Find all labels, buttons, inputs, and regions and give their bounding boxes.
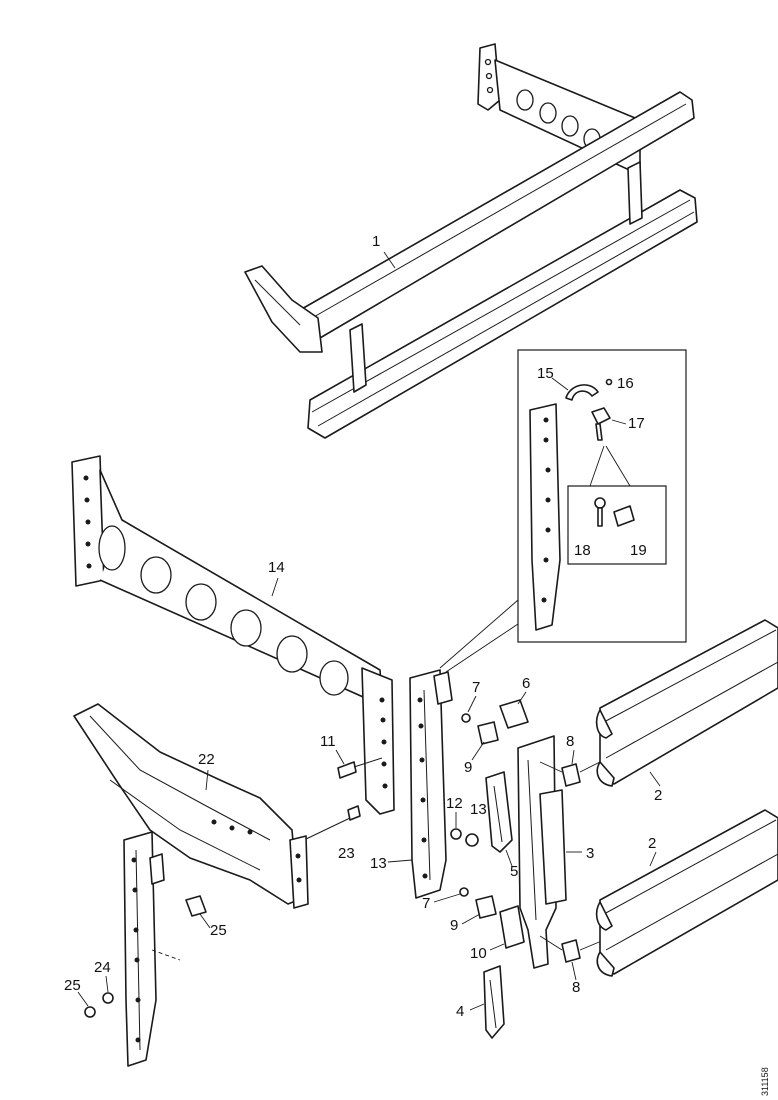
part-3-plate (517, 735, 567, 969)
callout-17: 16 (617, 375, 634, 392)
leader-23 (105, 975, 109, 993)
part-8-fitting-upper (561, 763, 581, 787)
part-15-detail-bracket (529, 403, 561, 631)
part-25-spacer (185, 895, 207, 917)
part-2-rail-upper (595, 619, 778, 787)
callout-13: 13 (470, 801, 487, 818)
callout-25: 25 (210, 922, 227, 939)
callout-4: 4 (456, 1003, 464, 1020)
leader-1 (383, 251, 396, 269)
lower-left-bracket (123, 831, 165, 1067)
part-9-clip-upper (477, 721, 499, 745)
leader-24 (77, 991, 89, 1007)
leader-8-upper (571, 749, 575, 765)
part-1-frame-assembly (244, 43, 698, 439)
callout-6: 6 (522, 675, 530, 692)
sub-detail-connector-b (605, 445, 631, 487)
detail-inset-frame (517, 349, 687, 643)
leader-25 (199, 913, 211, 929)
callout-18: 17 (628, 415, 645, 432)
callout-8-upper: 8 (566, 733, 574, 750)
callout-12: 12 (446, 795, 463, 812)
leader-7-lower (433, 893, 461, 903)
part-10-clamp (499, 905, 525, 949)
part-4-bracket (483, 965, 505, 1039)
part-22-bolt (303, 805, 361, 841)
part-19-bolt (594, 497, 606, 527)
callout-3: 3 (586, 845, 594, 862)
callout-24: 25 (64, 977, 81, 994)
part-20-nut (613, 505, 635, 527)
leader-21 (205, 769, 209, 791)
part-8-fitting-lower (561, 939, 581, 963)
callout-23: 24 (94, 959, 111, 976)
part-15-bracket (409, 669, 453, 899)
part-14-cross-member (71, 455, 395, 815)
callout-20: 19 (630, 542, 647, 559)
part-24-nut (84, 1006, 96, 1018)
part-13-nut (465, 833, 479, 847)
part-11-bolt (337, 757, 383, 779)
leader-15 (387, 859, 413, 863)
part-9-clip-lower (475, 895, 497, 919)
callout-19: 18 (574, 542, 591, 559)
leader-2-upper (649, 771, 661, 787)
callout-21: 22 (198, 751, 215, 768)
leader-5 (505, 849, 513, 867)
part-6-clamp (499, 699, 529, 729)
part-21-bracket (73, 703, 309, 909)
callout-9-upper: 9 (464, 759, 472, 776)
callout-8-lower: 8 (572, 979, 580, 996)
callout-14: 14 (268, 559, 285, 576)
part-7-nut-upper (461, 713, 471, 723)
leader-14 (271, 577, 279, 597)
drawing-reference-number: 311158 (760, 1067, 770, 1096)
callout-7-lower: 7 (422, 895, 430, 912)
callout-16: 15 (537, 365, 554, 382)
callout-11: 11 (320, 733, 336, 750)
callout-7-upper: 7 (472, 679, 480, 696)
leader-25-dash (151, 949, 181, 961)
inset-pointer-a (439, 599, 519, 669)
callout-2-lower: 2 (648, 835, 656, 852)
leader-9-upper (471, 741, 485, 761)
part-5-bracket (485, 771, 513, 853)
leader-10 (489, 943, 505, 951)
part-12-washer (450, 828, 462, 840)
leader-8-lower (571, 961, 577, 981)
callout-15: 13 (370, 855, 387, 872)
callout-1: 1 (372, 233, 380, 250)
part-17-screw (605, 378, 613, 386)
callout-22: 23 (338, 845, 355, 862)
callout-9-lower: 9 (450, 917, 458, 934)
callout-10: 10 (470, 945, 487, 962)
leader-9-lower (461, 913, 481, 925)
leader-4 (469, 1003, 485, 1011)
leader-16 (551, 377, 569, 391)
leader-18 (611, 419, 627, 425)
leader-11 (335, 749, 345, 765)
sub-detail-frame (567, 485, 667, 565)
leader-7-upper (467, 695, 477, 713)
leader-6 (517, 691, 527, 705)
callout-2-upper: 2 (654, 787, 662, 804)
part-7-nut-lower (459, 887, 469, 897)
part-23-washer (102, 992, 114, 1004)
sub-detail-connector-a (589, 445, 605, 487)
leader-2-lower (649, 851, 657, 867)
inset-pointer-b (445, 623, 519, 673)
callout-5: 5 (510, 863, 518, 880)
part-2-rail-lower (595, 809, 778, 977)
part-16-clamp (565, 384, 599, 401)
part-18-fastener (591, 407, 611, 441)
